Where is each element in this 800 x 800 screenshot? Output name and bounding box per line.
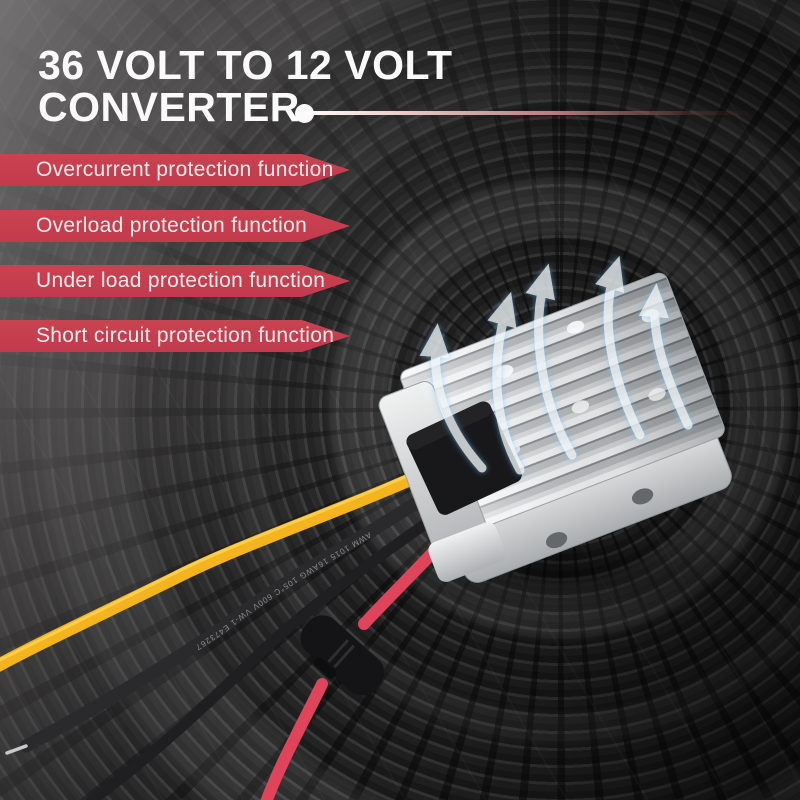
pointer-dot-icon [295, 104, 314, 123]
feature-ribbon: Under load protection function [0, 265, 350, 297]
feature-label: Short circuit protection function [36, 324, 335, 347]
pointer-line [306, 111, 756, 115]
airflow-arrow-icon [595, 255, 645, 440]
airflow-arrow-icon [638, 283, 693, 430]
feature-label: Under load protection function [36, 269, 326, 292]
mounting-hole [545, 532, 568, 549]
airflow-arrow-icon [419, 323, 487, 473]
screw-boss [571, 400, 590, 414]
black-wire: AWM 1015 16AWG 105°C 600V VW-1 E473267 [5, 478, 452, 755]
feature-ribbon: Overload protection function [0, 210, 350, 242]
feature-ribbon: Short circuit protection function [0, 320, 350, 352]
title-line-1: 36 VOLT TO 12 VOLT [38, 42, 453, 88]
feature-ribbon: Overcurrent protection function [0, 154, 350, 186]
feature-label: Overcurrent protection function [36, 158, 334, 181]
mounting-hole [631, 488, 654, 505]
fuse-holder [300, 615, 385, 696]
airflow-arrows [419, 255, 693, 475]
stripped-wire-tip [5, 744, 28, 755]
airflow-arrow-icon [525, 263, 577, 460]
title-line-2: CONVERTER [38, 84, 300, 130]
screw-boss [648, 387, 666, 401]
yellow-wire [0, 455, 455, 672]
black-wire-2 [86, 494, 466, 800]
feature-label: Overload protection function [36, 214, 308, 237]
airflow-arrow-icon [487, 291, 525, 475]
screw-boss [566, 320, 585, 334]
